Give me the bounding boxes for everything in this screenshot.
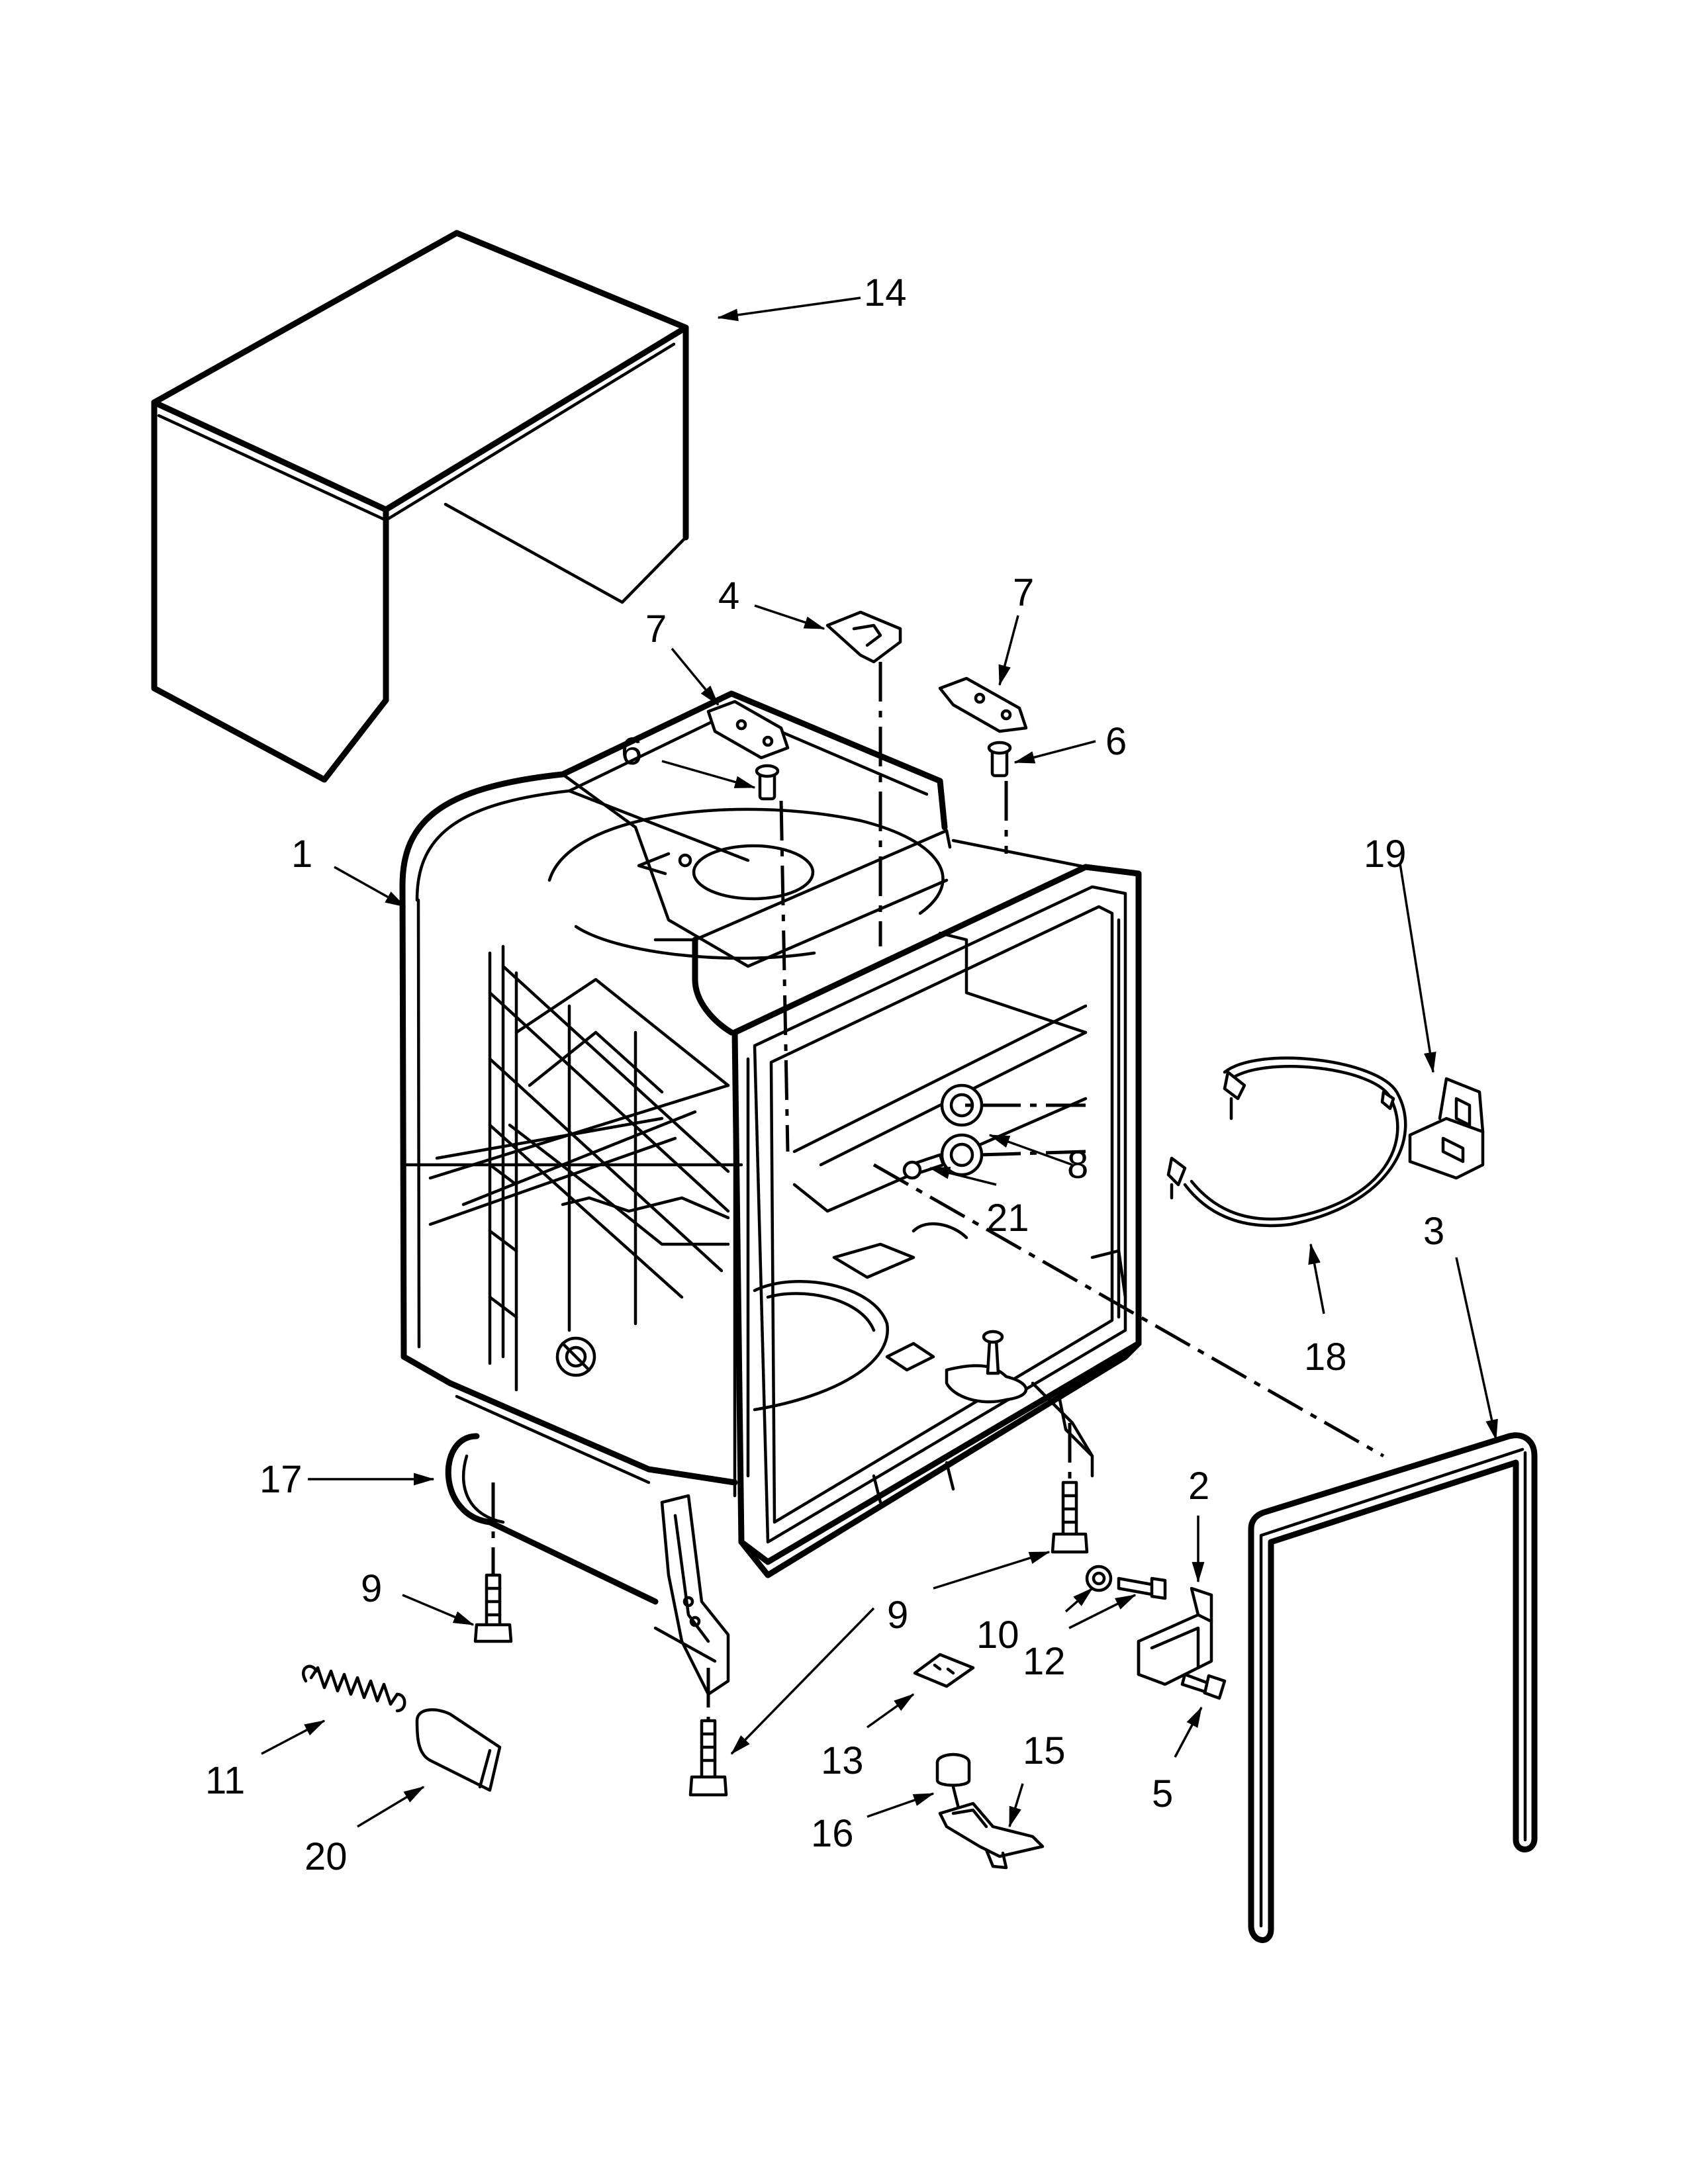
callout-13: 13 <box>821 1739 864 1782</box>
clip-part <box>825 610 902 664</box>
callout-16: 16 <box>811 1812 854 1855</box>
shim-part <box>913 1653 975 1688</box>
callout-2: 2 <box>1188 1465 1209 1508</box>
spring-part <box>302 1664 406 1713</box>
screw-right-part <box>987 741 1012 778</box>
leveling-leg-right-part <box>1051 1480 1089 1554</box>
hinge-bracket-left-part <box>706 700 790 760</box>
pad-part <box>415 1708 502 1792</box>
leader-lines <box>261 296 1498 1828</box>
insulation-blanket-part <box>151 230 689 783</box>
callout-14: 14 <box>864 271 907 314</box>
callout-9-left: 9 <box>361 1567 382 1610</box>
callout-1: 1 <box>291 833 312 876</box>
callout-15: 15 <box>1023 1729 1066 1772</box>
callout-18: 18 <box>1304 1336 1347 1379</box>
callout-17: 17 <box>259 1458 303 1501</box>
bracket-19-part <box>1408 1077 1485 1180</box>
screw-5-part <box>1180 1672 1227 1700</box>
callout-9-center: 9 <box>887 1594 908 1637</box>
callout-21: 21 <box>986 1197 1029 1240</box>
callout-8: 8 <box>1067 1144 1088 1187</box>
callout-12: 12 <box>1023 1640 1066 1683</box>
bushing-part <box>940 1083 984 1177</box>
callout-4: 4 <box>718 574 739 617</box>
callout-6-right: 6 <box>1105 720 1127 763</box>
callout-10: 10 <box>976 1614 1019 1657</box>
wire-harness-part <box>1166 1056 1407 1228</box>
door-gasket-part <box>1248 1432 1538 1943</box>
assembly-centerlines <box>491 662 1385 1721</box>
callout-3: 3 <box>1423 1210 1444 1253</box>
callout-11: 11 <box>205 1759 245 1802</box>
callout-5: 5 <box>1152 1772 1173 1815</box>
washer-part <box>1085 1565 1113 1592</box>
callout-19: 19 <box>1364 833 1407 876</box>
screw-21-part <box>902 1153 945 1180</box>
float-switch-part <box>935 1752 971 1815</box>
bracket-2-part <box>1137 1586 1213 1686</box>
callout-6-left: 6 <box>621 730 642 773</box>
leveling-leg-center-part <box>688 1719 728 1797</box>
screw-12-part <box>1117 1576 1167 1600</box>
leveling-leg-left-part <box>473 1573 513 1643</box>
callout-7-left: 7 <box>645 608 667 651</box>
tub-assembly-part <box>399 690 1142 1696</box>
hinge-bracket-right-part <box>938 676 1028 733</box>
screw-left-part <box>755 764 780 801</box>
callout-labels: 14 1 4 7 7 6 6 8 21 19 18 3 17 9 9 10 12… <box>205 271 1444 1878</box>
callout-7-right: 7 <box>1013 571 1034 614</box>
switch-bracket-part <box>938 1801 1045 1870</box>
callout-20: 20 <box>305 1835 348 1878</box>
